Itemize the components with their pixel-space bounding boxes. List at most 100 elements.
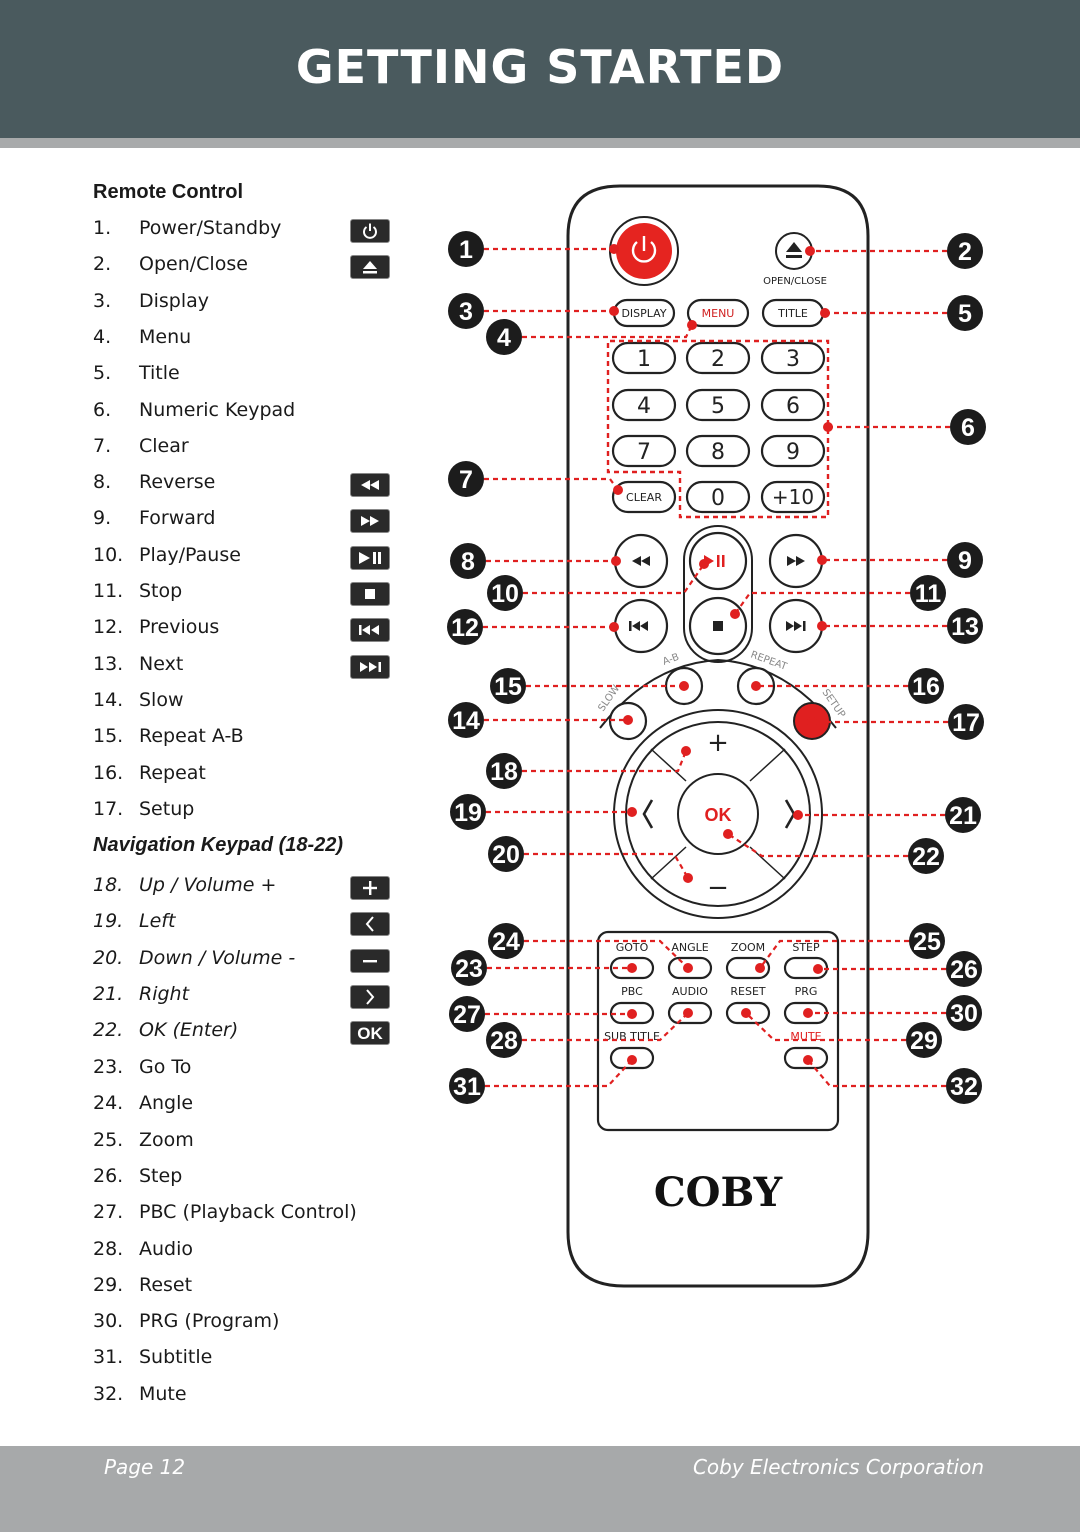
callout-dot [723, 829, 733, 839]
left-chevron-icon [642, 799, 654, 829]
nav-divider [650, 846, 687, 880]
item-label: Setup [139, 797, 195, 820]
item-number: 14. [93, 688, 124, 711]
callout-badge [946, 1068, 982, 1104]
item-label: Clear [139, 434, 189, 457]
item-label: Previous [139, 616, 220, 639]
digit-button-label: 1 [637, 347, 651, 372]
item-number: 3. [93, 289, 112, 312]
callout-badge [908, 838, 944, 874]
callout-number: 22 [912, 843, 940, 871]
item-label: Numeric Keypad [139, 398, 296, 421]
pause-bar-2 [722, 555, 725, 567]
clear-button-label: CLEAR [626, 491, 662, 504]
previous-icon-bar [629, 621, 632, 631]
callout-badge [486, 1022, 522, 1058]
item-label: Repeat A-B [139, 725, 244, 748]
fast-forward-icon-b [796, 556, 805, 566]
callout-line [759, 939, 909, 969]
callout-line [524, 939, 689, 969]
item-label: Play/Pause [139, 543, 241, 566]
callout-number: 6 [961, 414, 975, 442]
item-number: 9. [93, 507, 112, 530]
item-label: Title [139, 362, 180, 385]
digit-button [611, 341, 677, 375]
callout-number: 14 [452, 707, 480, 735]
item-number: 19. [93, 910, 124, 933]
arc-outline [599, 658, 837, 729]
item-number: 17. [93, 797, 124, 820]
callout-dot [627, 1009, 637, 1019]
digit-button-label: 4 [637, 394, 651, 419]
callout-number: 2 [958, 238, 972, 266]
item-label: Step [139, 1164, 183, 1187]
callout-number: 26 [950, 956, 978, 984]
item-number: 16. [93, 761, 124, 784]
callout-badge [448, 293, 484, 329]
small-button [725, 956, 771, 980]
item-number: 6. [93, 398, 112, 421]
callout-dot [699, 559, 709, 569]
key-label: STEP [792, 941, 820, 954]
key-label: AUDIO [672, 985, 708, 998]
item-number: 22. [93, 1019, 124, 1042]
callout-dot [627, 807, 637, 817]
callout-badge [906, 1022, 942, 1058]
item-number: 13. [93, 652, 124, 675]
item-number: 1. [93, 217, 112, 239]
stop-icon [350, 582, 390, 606]
callout-badge [950, 409, 986, 445]
item-number: 32. [93, 1382, 124, 1405]
fast-forward-icon [787, 556, 796, 566]
item-label: Up / Volume + [139, 874, 277, 896]
display-button-label: DISPLAY [621, 307, 666, 320]
callout-dot [803, 1055, 813, 1065]
callout-number: 9 [958, 547, 972, 575]
callout-dot [817, 621, 827, 631]
callout-dot [741, 1008, 751, 1018]
rewind-icon [632, 556, 641, 566]
ok-button [677, 773, 759, 855]
subtitle-label: SUB TITLE [604, 1030, 660, 1043]
callout-number: 29 [910, 1027, 938, 1055]
digit-button-label: 2 [711, 347, 725, 372]
callout-number: 4 [497, 324, 511, 352]
callout-badge [948, 704, 984, 740]
callout-dot [683, 873, 693, 883]
digit-button-label: 9 [786, 440, 800, 465]
callout-number: 23 [455, 955, 483, 983]
callout-badge [486, 319, 522, 355]
rewind-icon [350, 473, 390, 498]
item-label: Down / Volume - [139, 946, 296, 969]
callout-line [745, 1012, 906, 1042]
callout-line [524, 852, 689, 879]
digit-button [760, 480, 826, 514]
callout-number: 7 [459, 466, 473, 494]
callout-line [727, 833, 908, 858]
company-name: Coby Electronics Corporation [692, 1455, 984, 1479]
callout-badge [450, 543, 486, 579]
left-chevron-icon [350, 912, 390, 937]
callout-number: 8 [461, 548, 475, 576]
item-number: 11. [93, 580, 124, 602]
callout-badge [947, 608, 983, 644]
clear-button [611, 480, 677, 514]
callout-badge [947, 542, 983, 578]
callout-number: 5 [958, 300, 972, 328]
item-label: Audio [139, 1237, 194, 1260]
callout-badge [449, 1068, 485, 1104]
callout-badge [448, 702, 484, 738]
callout-dot [611, 556, 621, 566]
callout-badge [909, 923, 945, 959]
callout-badge [447, 609, 483, 645]
item-label: OK (Enter) [139, 1019, 239, 1042]
callout-number: 11 [915, 580, 942, 608]
svg-text:OK: OK [357, 1024, 383, 1042]
keypad-outline [606, 339, 830, 519]
previous-icon [632, 621, 640, 631]
callout-number: 16 [912, 673, 940, 701]
item-label: Menu [139, 325, 192, 348]
callout-number: 20 [492, 841, 520, 869]
callout-badge [910, 575, 946, 611]
item-number: 10. [93, 543, 124, 566]
